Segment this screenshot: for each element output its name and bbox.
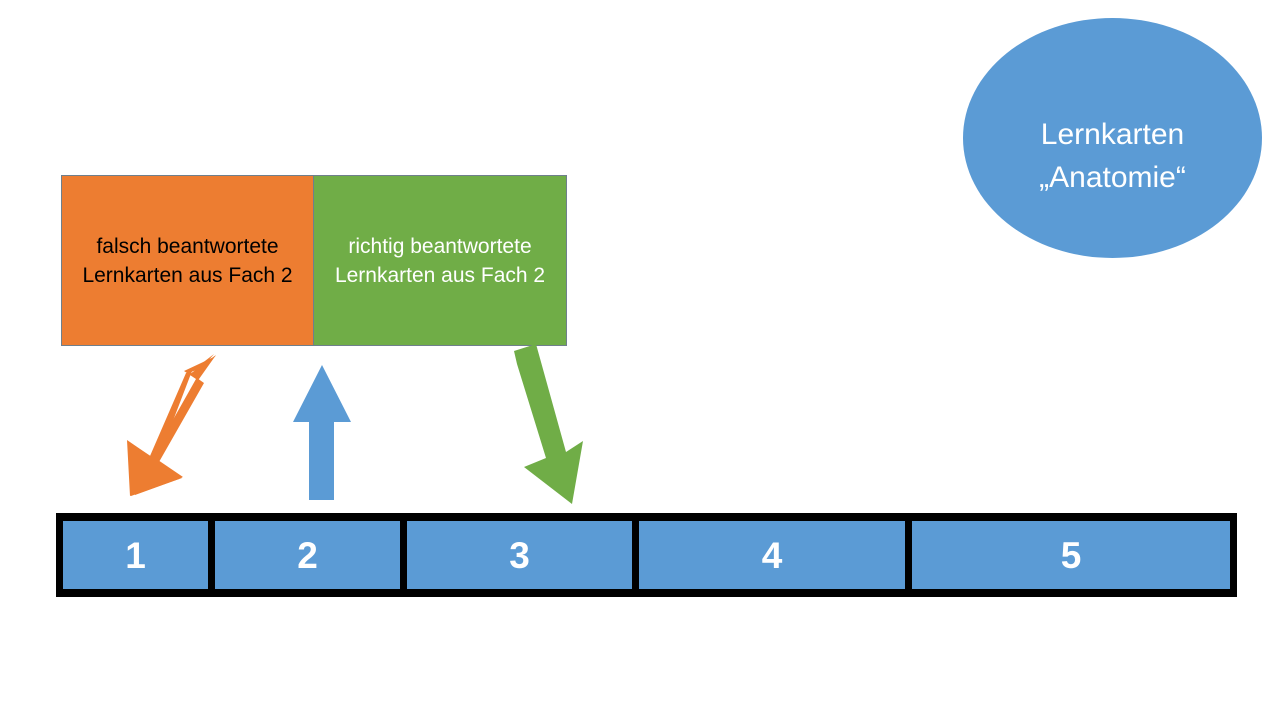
compartment-strip: 1 2 3 4 5 — [56, 513, 1237, 597]
compartment-5[interactable]: 5 — [912, 521, 1230, 589]
compartment-3[interactable]: 3 — [407, 521, 632, 589]
compartment-2[interactable]: 2 — [215, 521, 400, 589]
topic-label-line-1: Lernkarten — [1040, 118, 1185, 151]
wrong-answers-box: falsch beantwortete Lernkarten aus Fach … — [61, 175, 314, 346]
correct-to-compartment-3-arrow — [514, 344, 583, 504]
compartment-4[interactable]: 4 — [639, 521, 905, 589]
compartment-2-to-boxes-arrow — [293, 365, 351, 500]
compartment-1[interactable]: 1 — [63, 521, 208, 589]
answer-boxes-group: falsch beantwortete Lernkarten aus Fach … — [61, 175, 568, 346]
correct-answers-box: richtig beantwortete Lernkarten aus Fach… — [313, 175, 567, 346]
topic-label-line-2: „Anatomie“ — [1039, 161, 1186, 194]
topic-ellipse: Lernkarten „Anatomie“ — [963, 18, 1262, 258]
wrong-to-compartment-1-arrow — [127, 354, 216, 496]
